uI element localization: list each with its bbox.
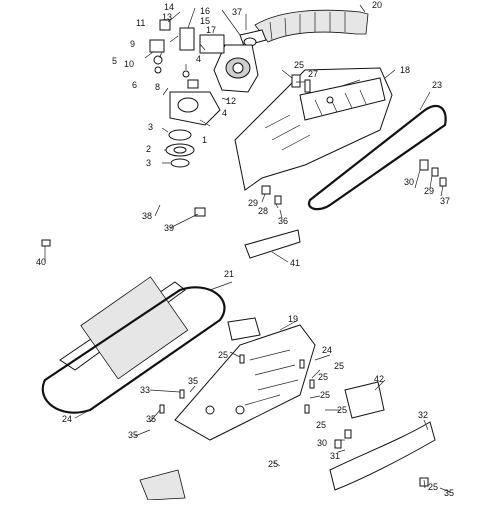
callout-label: 24 — [322, 345, 332, 355]
leader-lines — [44, 4, 451, 493]
clamp-38 — [239, 29, 267, 47]
callout-label: 18 — [400, 65, 410, 75]
callout-label: 25 — [428, 482, 438, 492]
callout-label: 2 — [146, 144, 151, 154]
callout-label: 19 — [288, 314, 298, 324]
callout-label: 3 — [146, 158, 151, 168]
callout-label: 14 — [164, 2, 174, 12]
callout-label: 38 — [142, 211, 152, 221]
callout-label: 10 — [124, 59, 134, 69]
breather-hose-39 — [41, 175, 206, 247]
callout-label: 31 — [330, 451, 340, 461]
callout-label: 5 — [112, 56, 117, 66]
callout-label: 25 — [318, 372, 328, 382]
manifold-1 — [169, 91, 221, 126]
gasket-24-upper — [307, 104, 447, 211]
callout-label: 25 — [337, 405, 347, 415]
callout-label: 40 — [36, 257, 46, 267]
callout-label: 39 — [164, 223, 174, 233]
callout-label: 35 — [146, 414, 156, 424]
callout-label: 1 — [202, 135, 207, 145]
callout-label: 29 — [424, 186, 434, 196]
callout-label: 27 — [308, 69, 318, 79]
callout-label: 23 — [432, 80, 442, 90]
throttle-joint — [179, 27, 259, 93]
air-filter-case-lower-20 — [174, 324, 316, 441]
intake-tube — [139, 469, 186, 501]
callout-label: 20 — [372, 0, 382, 10]
callout-label: 32 — [418, 410, 428, 420]
callout-label: 4 — [222, 108, 227, 118]
callout-label: 41 — [290, 258, 300, 268]
callout-label: 25 — [294, 60, 304, 70]
gasket-24-lower — [41, 286, 226, 414]
callout-label: 29 — [248, 198, 258, 208]
bolt-27-28 — [291, 74, 311, 93]
callout-label: 6 — [132, 80, 137, 90]
part-43 — [344, 381, 385, 419]
o-ring-3 — [168, 129, 192, 168]
callout-label: 4 — [196, 54, 201, 64]
callout-label: 12 — [226, 96, 236, 106]
intake-duct — [254, 9, 369, 43]
air-filter-case-upper — [234, 67, 393, 191]
callout-label: 37 — [440, 196, 450, 206]
callout-label: 9 — [130, 39, 135, 49]
callout-label: 30 — [317, 438, 327, 448]
gasket-2 — [165, 143, 195, 157]
callout-label: 13 — [162, 12, 172, 22]
callout-label: 11 — [136, 18, 145, 28]
callout-label: 35 — [444, 488, 454, 498]
sensor-cluster — [149, 19, 199, 89]
callout-label: 35 — [128, 430, 138, 440]
callout-label: 25 — [334, 361, 344, 371]
callout-label: 25 — [268, 459, 278, 469]
cover-33 — [329, 421, 436, 491]
callout-label: 15 — [200, 16, 210, 26]
callout-label: 16 — [200, 6, 210, 16]
callout-label: 33 — [140, 385, 150, 395]
callout-label: 25 — [320, 390, 330, 400]
callout-label: 42 — [374, 374, 384, 384]
callout-label: 35 — [188, 376, 198, 386]
callout-label: 37 — [232, 7, 242, 17]
callout-labels: 1 2 3 3 4 4 5 6 7 8 9 10 11 12 13 14 15 … — [36, 0, 454, 498]
callout-label: 17 — [206, 25, 216, 35]
part-duct-inlet — [227, 317, 261, 341]
bolt-set-upper — [261, 159, 447, 205]
callout-label: 21 — [224, 269, 234, 279]
callout-label: 3 — [148, 122, 153, 132]
callout-label: 30 — [404, 177, 414, 187]
callout-label: 7 — [158, 50, 163, 60]
callout-label: 25 — [218, 350, 228, 360]
callout-label: 28 — [258, 206, 268, 216]
part-42 — [244, 229, 301, 259]
callout-label: 36 — [278, 216, 288, 226]
callout-label: 8 — [155, 82, 160, 92]
callout-label: 24 — [62, 414, 72, 424]
callout-label: 25 — [316, 420, 326, 430]
